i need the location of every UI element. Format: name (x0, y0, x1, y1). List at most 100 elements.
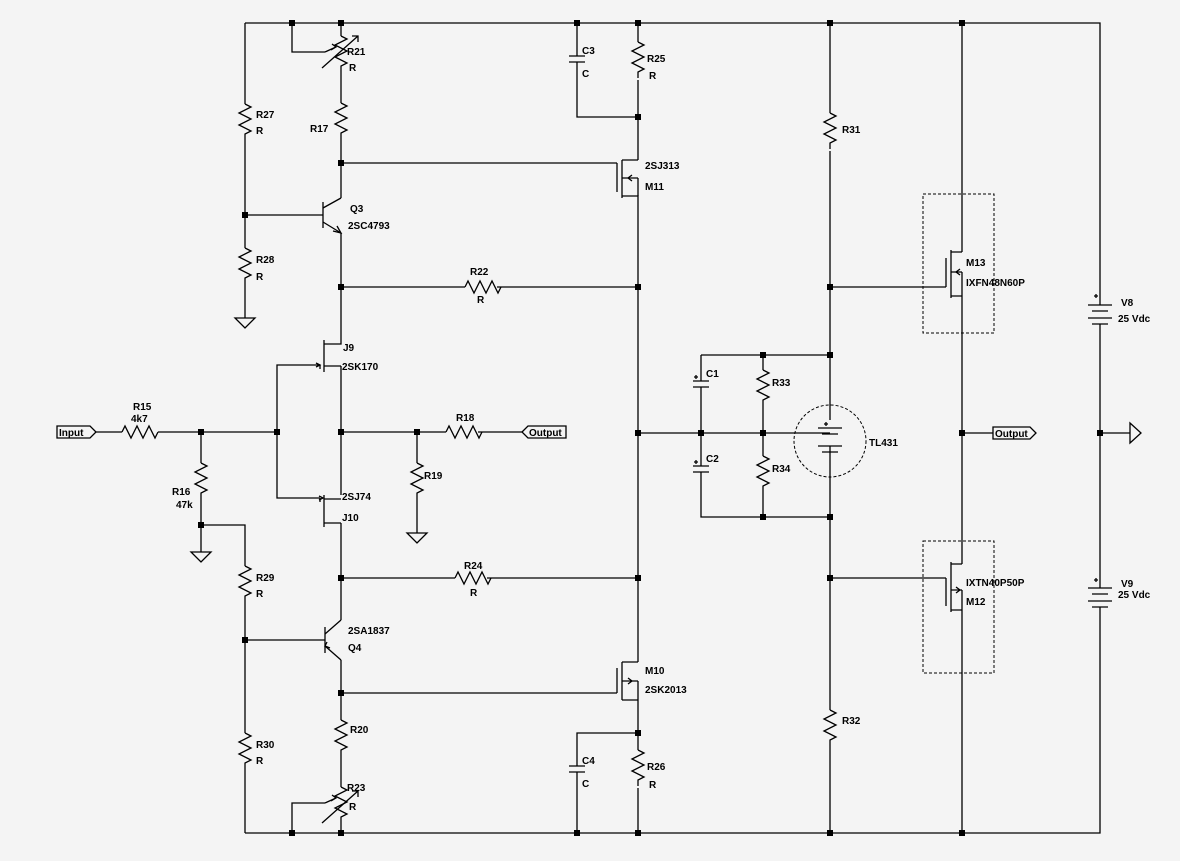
resistor-r25-symbol[interactable] (630, 41, 646, 78)
output-port-right-label: Output (995, 429, 1028, 440)
r30-value: R (256, 756, 264, 767)
tl431-ref: TL431 (869, 438, 898, 449)
j9-ref: J9 (343, 343, 355, 354)
mosfet-m12[interactable] (945, 562, 963, 612)
m13-part: IXFN48N60P (966, 278, 1025, 289)
output-port-right[interactable]: Output (992, 426, 1037, 440)
input-port[interactable]: Input (56, 425, 97, 439)
resistor-r31-symbol[interactable] (822, 112, 838, 149)
r23-ref: R23 (347, 783, 366, 794)
transistor-q3[interactable] (313, 197, 343, 235)
junctions (198, 20, 1103, 836)
resistor-r28-symbol[interactable] (237, 247, 253, 284)
m13-ref: M13 (966, 258, 986, 269)
resistor-r27-symbol[interactable] (237, 103, 253, 140)
capacitors (569, 48, 709, 780)
resistor-r26-symbol[interactable] (630, 749, 646, 786)
r21-ref: R21 (347, 47, 366, 58)
resistor-r22-symbol[interactable] (464, 279, 502, 295)
r18-ref: R18 (456, 413, 475, 424)
resistor-r30-symbol[interactable] (237, 732, 253, 769)
c4-ref: C4 (582, 756, 595, 767)
resistor-r15-symbol[interactable] (121, 424, 159, 440)
resistor-r17-symbol[interactable] (333, 102, 349, 139)
c3-ref: C3 (582, 46, 595, 57)
resistor-r24-symbol[interactable] (454, 570, 492, 586)
m10-part: 2SK2013 (645, 685, 687, 696)
r28-value: R (256, 272, 264, 283)
tl431-symbol[interactable] (793, 404, 867, 478)
r26-value: R (649, 780, 657, 791)
v9-value: 25 Vdc (1118, 590, 1151, 601)
resistor-r21-symbol[interactable] (333, 35, 349, 72)
v8-ref: V8 (1121, 298, 1134, 309)
j10-part: 2SJ74 (342, 492, 371, 503)
resistor-r19-symbol[interactable] (409, 462, 425, 499)
r31-ref: R31 (842, 125, 861, 136)
q4-ref: Q4 (348, 643, 362, 654)
resistor-r34-symbol[interactable] (755, 455, 771, 492)
r29-value: R (256, 589, 264, 600)
r16-value: 47k (176, 500, 193, 511)
heatsink-box-m13 (922, 193, 995, 334)
r21-value: R (349, 63, 357, 74)
r32-ref: R32 (842, 716, 861, 727)
r22-ref: R22 (470, 267, 489, 278)
m12-ref: M12 (966, 597, 986, 608)
wires (95, 22, 1130, 834)
c3-value: C (582, 69, 589, 80)
r27-ref: R27 (256, 110, 275, 121)
mosfet-m13[interactable] (945, 250, 963, 300)
pot-arrows (321, 35, 359, 824)
jfet-j9[interactable] (315, 340, 342, 372)
m11-ref: M11 (645, 182, 664, 193)
jfet-j10[interactable] (318, 495, 341, 527)
r17-ref: R17 (310, 124, 329, 135)
component-labels: R21 R R27 R R17 C3 C R25 R R31 2SJ313 M1… (131, 46, 1151, 813)
mosfet-m10[interactable] (616, 660, 639, 712)
resistor-r29-symbol[interactable] (237, 565, 253, 602)
battery-v9[interactable] (1088, 578, 1112, 610)
mosfet-m11[interactable] (616, 145, 639, 198)
j10-ref: J10 (342, 513, 359, 524)
resistor-r18-symbol[interactable] (445, 424, 483, 440)
j9-part: 2SK170 (342, 362, 379, 373)
transistor-q4[interactable] (315, 619, 342, 661)
resistor-r16-symbol[interactable] (193, 462, 209, 499)
q3-ref: Q3 (350, 204, 364, 215)
resistor-r32-symbol[interactable] (822, 709, 838, 746)
r30-ref: R30 (256, 740, 275, 751)
m12-part: IXTN40P50P (966, 578, 1025, 589)
r15-ref: R15 (133, 402, 152, 413)
m10-ref: M10 (645, 666, 665, 677)
r16-ref: R16 (172, 487, 191, 498)
resistor-r20-symbol[interactable] (333, 719, 349, 756)
resistor-r23-symbol[interactable] (333, 786, 349, 823)
heatsink-box-m12 (922, 540, 995, 674)
r22-value: R (477, 295, 485, 306)
resistor-r33-symbol[interactable] (755, 369, 771, 406)
r27-value: R (256, 126, 264, 137)
output-port-mid[interactable]: Output (521, 425, 567, 439)
c2-ref: C2 (706, 454, 719, 465)
output-port-mid-label: Output (529, 428, 562, 439)
q4-part: 2SA1837 (348, 626, 390, 637)
r25-ref: R25 (647, 54, 666, 65)
battery-v8[interactable] (1088, 294, 1112, 326)
c1-ref: C1 (706, 369, 719, 380)
m11-part: 2SJ313 (645, 161, 680, 172)
r24-value: R (470, 588, 478, 599)
r24-ref: R24 (464, 561, 483, 572)
v9-ref: V9 (1121, 579, 1134, 590)
r20-ref: R20 (350, 725, 369, 736)
r29-ref: R29 (256, 573, 275, 584)
r33-ref: R33 (772, 378, 791, 389)
r28-ref: R28 (256, 255, 275, 266)
r19-ref: R19 (424, 471, 443, 482)
r34-ref: R34 (772, 464, 791, 475)
c4-value: C (582, 779, 589, 790)
r15-value: 4k7 (131, 414, 148, 425)
q3-part: 2SC4793 (348, 221, 390, 232)
r25-value: R (649, 71, 657, 82)
